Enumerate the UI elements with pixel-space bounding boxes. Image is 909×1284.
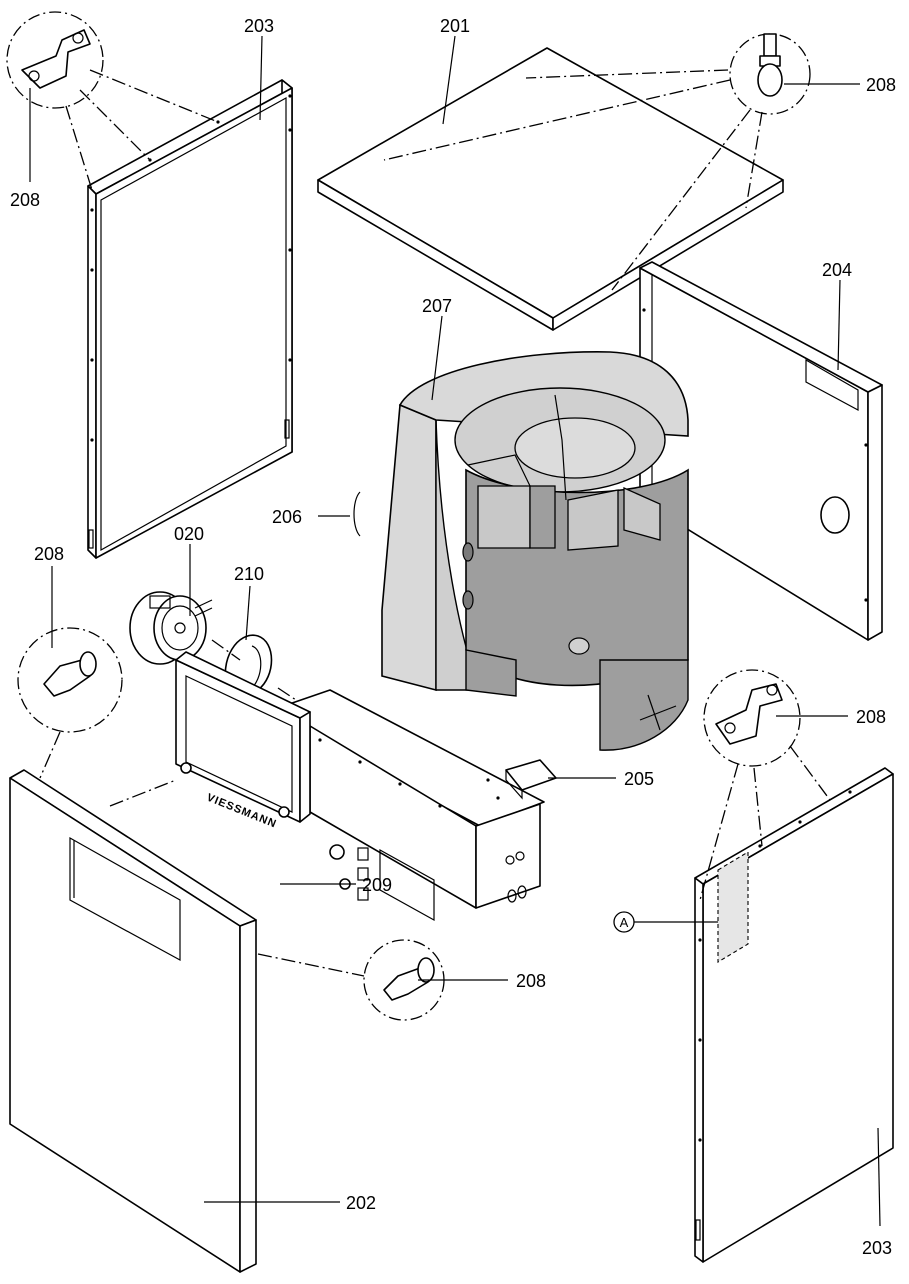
detail-circle-mid-right <box>703 669 801 767</box>
back-panel-204 <box>639 261 883 641</box>
label-206: 206 <box>272 507 302 527</box>
label-209: 209 <box>362 875 392 895</box>
detail-circle-mid-left <box>17 627 123 733</box>
assembly-lines <box>39 69 831 977</box>
detail-circle-top-left <box>6 11 104 109</box>
label-208-top-right: 208 <box>866 75 896 95</box>
controller-housing-209: VIESSMANN <box>175 651 311 831</box>
top-cover-panel-201 <box>317 47 784 331</box>
label-205: 205 <box>624 769 654 789</box>
label-207: 207 <box>422 296 452 316</box>
label-020: 020 <box>174 524 204 544</box>
marker-a-letter: A <box>620 915 629 930</box>
clip-206 <box>353 491 361 537</box>
leader-lines <box>29 35 881 1227</box>
label-208-lower: 208 <box>516 971 546 991</box>
label-208-top-left: 208 <box>10 190 40 210</box>
control-panel-bracket <box>265 689 545 922</box>
label-202: 202 <box>346 1193 376 1213</box>
label-204: 204 <box>822 260 852 280</box>
marker-a: A <box>613 911 635 933</box>
label-208-mid-right: 208 <box>856 707 886 727</box>
label-203-bottom: 203 <box>862 1238 892 1258</box>
label-203-top: 203 <box>244 16 274 36</box>
label-210: 210 <box>234 564 264 584</box>
component-020 <box>129 591 213 665</box>
front-panel-202 <box>9 769 257 1273</box>
label-208-mid-left: 208 <box>34 544 64 564</box>
side-panel-203-upper <box>87 79 293 559</box>
detail-circle-top-right <box>729 33 811 115</box>
insulation-jacket-207 <box>381 351 689 751</box>
label-201: 201 <box>440 16 470 36</box>
side-panel-203-lower <box>694 767 894 1263</box>
